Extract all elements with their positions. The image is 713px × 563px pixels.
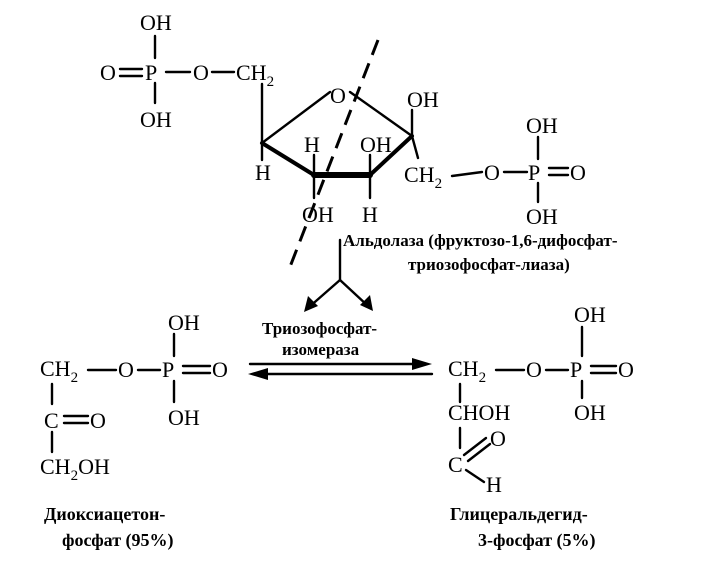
bond xyxy=(450,170,484,178)
oh-label: OH xyxy=(302,202,334,227)
arrow-head xyxy=(304,296,318,312)
oh-label: OH xyxy=(526,113,558,138)
c-label: C xyxy=(44,408,59,433)
ring-bond xyxy=(260,141,316,177)
phosphorus-label: P xyxy=(162,357,174,382)
oh-label: OH xyxy=(168,405,200,430)
o-label: O xyxy=(618,357,634,382)
isomerase-label-line2: изомераза xyxy=(282,340,360,359)
ring-bond xyxy=(348,90,414,138)
split-arrows xyxy=(304,238,373,312)
c-label: C xyxy=(448,452,463,477)
choh-label: CHOH xyxy=(448,400,510,425)
aldolase-label-line1: Альдолаза (фруктозо-1,6-дифосфат- xyxy=(343,231,618,250)
gap-caption-line2: 3-фосфат (5%) xyxy=(478,530,596,551)
fructose-bisphosphate: OH O P O CH2 OH O H H OH OH H OH CH xyxy=(100,10,586,229)
cleavage-dashed-line xyxy=(286,39,380,273)
h-label: H xyxy=(362,202,378,227)
isomerase-label-line1: Триозофосфат- xyxy=(262,319,377,338)
o-label: O xyxy=(193,60,209,85)
dhap-caption-line2: фосфат (95%) xyxy=(62,530,174,551)
oh-label: OH xyxy=(574,302,606,327)
bond xyxy=(410,134,420,160)
aldolase-label-line2: триозофосфат-лиаза) xyxy=(408,255,570,274)
oh-label: OH xyxy=(168,310,200,335)
o-label: O xyxy=(212,357,228,382)
o-label: O xyxy=(90,408,106,433)
double-bond xyxy=(466,442,492,463)
oh-label: OH xyxy=(360,132,392,157)
gap-caption-line1: Глицеральдегид- xyxy=(450,504,588,524)
ch2oh-label: CH2OH xyxy=(40,454,110,484)
o-label: O xyxy=(100,60,116,85)
oh-label: OH xyxy=(140,10,172,35)
o-label: O xyxy=(570,160,586,185)
arrow-head xyxy=(248,368,268,380)
double-bond xyxy=(462,436,488,457)
arrow-head xyxy=(412,358,432,370)
dihydroxyacetone-phosphate: CH2 O P O OH OH C O CH2OH Диоксиацетон- … xyxy=(40,310,228,551)
o-label: O xyxy=(490,426,506,451)
oh-label: OH xyxy=(140,107,172,132)
phosphorus-label: P xyxy=(145,60,157,85)
bond xyxy=(464,468,486,484)
ring-oxygen-label: O xyxy=(330,83,346,108)
o-label: O xyxy=(484,160,500,185)
ring-bond xyxy=(368,134,414,177)
ch2-label: CH2 xyxy=(448,356,486,386)
phosphorus-label: P xyxy=(570,357,582,382)
phosphorus-label: P xyxy=(528,160,540,185)
o-label: O xyxy=(526,357,542,382)
oh-label: OH xyxy=(526,204,558,229)
h-label: H xyxy=(255,160,271,185)
ring-bond xyxy=(260,90,332,145)
arrow-head xyxy=(360,295,373,311)
h-label: H xyxy=(304,132,320,157)
ch2-label: CH2 xyxy=(404,162,442,192)
oh-label: OH xyxy=(407,87,439,112)
ch2-label: CH2 xyxy=(236,60,274,90)
glyceraldehyde-3-phosphate: CH2 O P O OH OH CHOH O C H Глицеральдеги… xyxy=(448,302,634,551)
dhap-caption-line1: Диоксиацетон- xyxy=(44,504,165,524)
oh-label: OH xyxy=(574,400,606,425)
o-label: O xyxy=(118,357,134,382)
equilibrium-arrows xyxy=(248,358,434,380)
h-label: H xyxy=(486,472,502,497)
ch2-label: CH2 xyxy=(40,356,78,386)
